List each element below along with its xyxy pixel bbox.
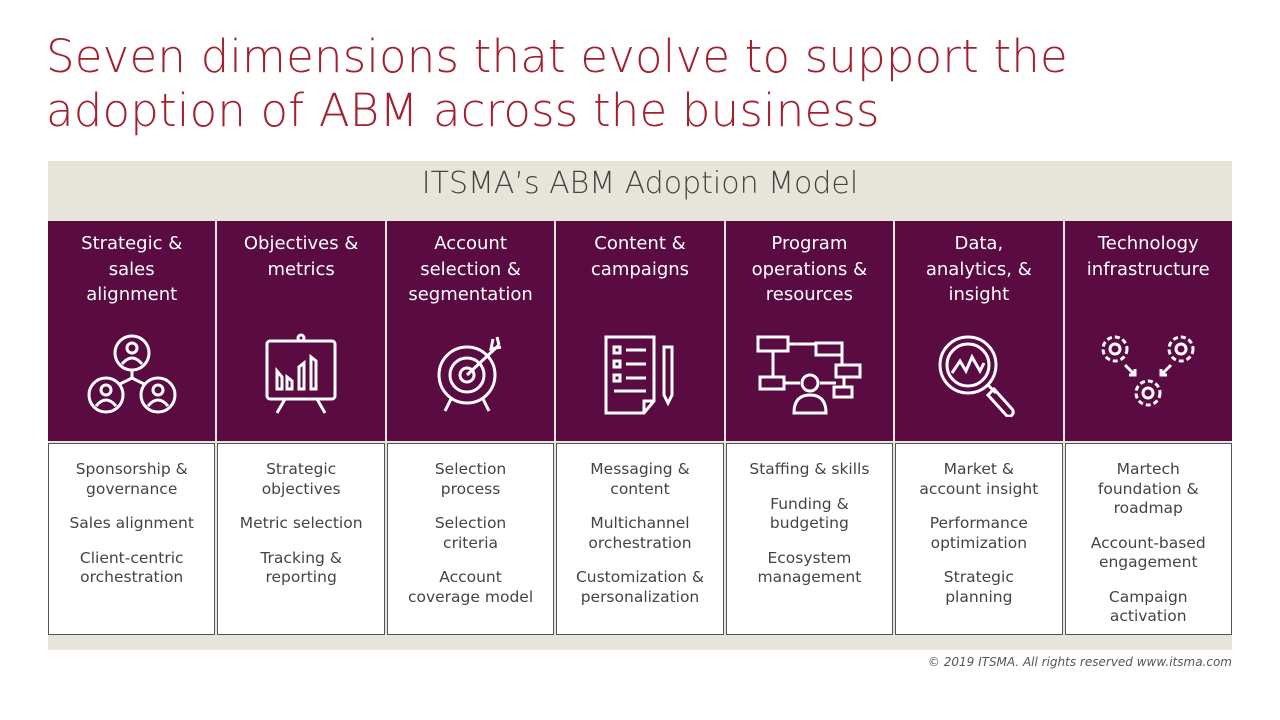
dimension-header: Objectives & metrics [217, 221, 385, 441]
dimension-label: Strategic & sales alignment [81, 233, 183, 305]
target-icon [437, 336, 501, 412]
list-item: Account-based engagement [1090, 533, 1206, 572]
chart-easel-icon [265, 333, 337, 414]
list-item: Multichannel orchestration [588, 514, 692, 552]
dimension-header: Content & campaigns [556, 221, 724, 441]
list-item: Account coverage model [407, 568, 534, 606]
dimension-label: Account selection & segmentation [408, 233, 533, 305]
dimension-column: Objectives & metrics Strategic objective… [217, 221, 385, 635]
list-item: Sales alignment [69, 514, 194, 532]
list-item: Funding & budgeting [769, 494, 849, 533]
dimension-column: Data, analytics, & insight Market & acco… [895, 221, 1063, 635]
list-item: Ecosystem management [757, 548, 862, 587]
page-title: Seven dimensions that evolve to support … [46, 30, 1068, 137]
dimension-label: Content & campaigns [590, 233, 690, 280]
org-chart-person-icon [756, 335, 862, 415]
list-item: Tracking & reporting [260, 548, 342, 587]
copyright: © 2019 ITSMA. All rights reserved www.it… [927, 655, 1232, 669]
list-item: Strategic planning [943, 568, 1014, 606]
list-item: Selection criteria [434, 514, 507, 552]
dimension-column: Account selection & segmentation Selecti… [386, 221, 555, 635]
dimension-items: Martech foundation & roadmap Account-bas… [1064, 443, 1232, 635]
list-item: Customization & personalization [575, 568, 704, 606]
dimension-items: Messaging & content Multichannel orchest… [556, 443, 724, 635]
dimension-items: Market & account insight Performance opt… [895, 443, 1063, 635]
list-item: Selection process [434, 460, 507, 498]
dimension-header: Technology infrastructure [1064, 221, 1232, 441]
dimension-label: Objectives & metrics [243, 233, 359, 280]
list-item: Client-centric orchestration [79, 548, 184, 587]
list-item: Market & account insight [919, 460, 1039, 498]
dimension-label: Program operations & resources [751, 233, 868, 305]
dimension-items: Sponsorship & governance Sales alignment… [48, 443, 216, 635]
dimension-header: Account selection & segmentation [386, 221, 555, 441]
dimension-column: Content & campaigns Messaging & content … [556, 221, 724, 635]
list-item: Campaign activation [1108, 587, 1188, 626]
dimension-column: Strategic & sales alignment Sponsorship … [48, 221, 216, 635]
list-item: Sponsorship & governance [75, 460, 188, 498]
list-item: Metric selection [239, 514, 363, 532]
list-item: Martech foundation & roadmap [1097, 460, 1199, 517]
dimension-header: Strategic & sales alignment [48, 221, 216, 441]
list-item: Strategic objectives [261, 460, 341, 498]
model-title: ITSMA’s ABM Adoption Model [421, 166, 859, 201]
people-network-icon [87, 334, 177, 414]
dimension-header: Data, analytics, & insight [895, 221, 1063, 441]
list-item: Staffing & skills [749, 460, 870, 478]
document-pencil-icon [604, 335, 674, 415]
dimension-label: Technology infrastructure [1086, 233, 1210, 280]
list-item: Messaging & content [590, 460, 690, 498]
list-item: Performance optimization [929, 514, 1028, 552]
gears-icon [1101, 335, 1195, 407]
dimension-items: Strategic objectives Metric selection Tr… [217, 443, 385, 635]
dimension-columns: Strategic & sales alignment Sponsorship … [48, 221, 1232, 635]
dimension-header: Program operations & resources [725, 221, 894, 441]
dimension-items: Staffing & skills Funding & budgeting Ec… [725, 443, 894, 635]
dimension-column: Program operations & resources Staffing … [725, 221, 894, 635]
dimension-column: Technology infrastructure Martech founda… [1064, 221, 1232, 635]
dimension-label: Data, analytics, & insight [925, 233, 1032, 305]
magnifier-chart-icon [938, 335, 1015, 417]
dimension-items: Selection process Selection criteria Acc… [386, 443, 555, 635]
